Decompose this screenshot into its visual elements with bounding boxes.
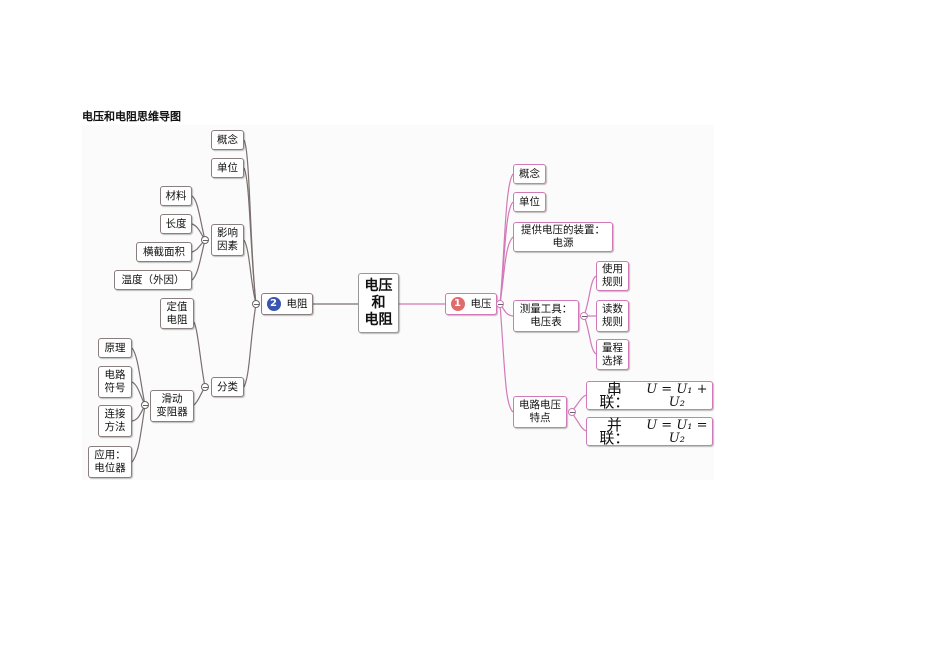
collapse-features-toggle[interactable]: −: [568, 408, 576, 417]
factor-material[interactable]: 材料: [160, 186, 192, 206]
parallel-equation: U = U₁ = U₂: [646, 417, 708, 446]
series-equation: U = U₁ + U₂: [646, 381, 708, 410]
parallel-voltage-formula[interactable]: 并联： U = U₁ = U₂: [586, 417, 713, 446]
collapse-rheostat-toggle[interactable]: −: [141, 401, 149, 410]
priority-2-icon: 2: [266, 297, 281, 311]
collapse-tool-toggle[interactable]: −: [580, 312, 588, 321]
fixed-resistor[interactable]: 定值 电阻: [160, 298, 194, 329]
factor-temperature[interactable]: 温度（外因）: [114, 270, 192, 290]
rheostat-principle[interactable]: 原理: [98, 338, 132, 358]
rheostat-wiring-method[interactable]: 连接 方法: [98, 405, 132, 437]
voltage-unit[interactable]: 单位: [513, 192, 546, 212]
topic-resistance[interactable]: 2 电阻: [261, 293, 313, 315]
parallel-label: 并联：: [599, 415, 630, 447]
voltage-concept[interactable]: 概念: [513, 164, 546, 184]
voltage-source[interactable]: 提供电压的装置： 电源: [513, 222, 613, 252]
resistance-classification[interactable]: 分类: [211, 377, 244, 397]
voltmeter-read-rules[interactable]: 读数 规则: [596, 300, 629, 332]
topic-resistance-label: 电阻: [286, 297, 308, 310]
factor-length[interactable]: 长度: [160, 214, 192, 234]
topic-voltage-label: 电压: [470, 297, 492, 310]
central-topic[interactable]: 电压 和 电阻: [358, 273, 399, 333]
collapse-resistance-toggle[interactable]: −: [252, 300, 260, 309]
circuit-voltage-features[interactable]: 电路电压 特点: [513, 396, 567, 428]
series-label: 串联：: [599, 379, 630, 411]
resistance-concept[interactable]: 概念: [211, 130, 244, 150]
series-voltage-formula[interactable]: 串联： U = U₁ + U₂: [586, 381, 713, 410]
priority-1-icon: 1: [450, 297, 465, 311]
voltmeter-use-rules[interactable]: 使用 规则: [596, 261, 629, 291]
page-title: 电压和电阻思维导图: [82, 110, 181, 123]
factor-cross-section-area[interactable]: 横截面积: [136, 242, 192, 262]
collapse-factors-toggle[interactable]: −: [201, 236, 209, 245]
collapse-classify-toggle[interactable]: −: [201, 383, 209, 392]
voltage-measuring-tool[interactable]: 测量工具： 电压表: [513, 300, 579, 332]
collapse-voltage-toggle[interactable]: −: [496, 300, 504, 309]
voltmeter-range-select[interactable]: 量程 选择: [596, 339, 629, 370]
rheostat-application[interactable]: 应用： 电位器: [88, 446, 132, 478]
resistance-unit[interactable]: 单位: [211, 158, 244, 178]
topic-voltage[interactable]: 1 电压: [445, 293, 497, 315]
rheostat-circuit-symbol[interactable]: 电路 符号: [98, 366, 132, 398]
rheostat[interactable]: 滑动 变阻器: [150, 390, 194, 422]
resistance-factors[interactable]: 影响 因素: [211, 224, 244, 256]
